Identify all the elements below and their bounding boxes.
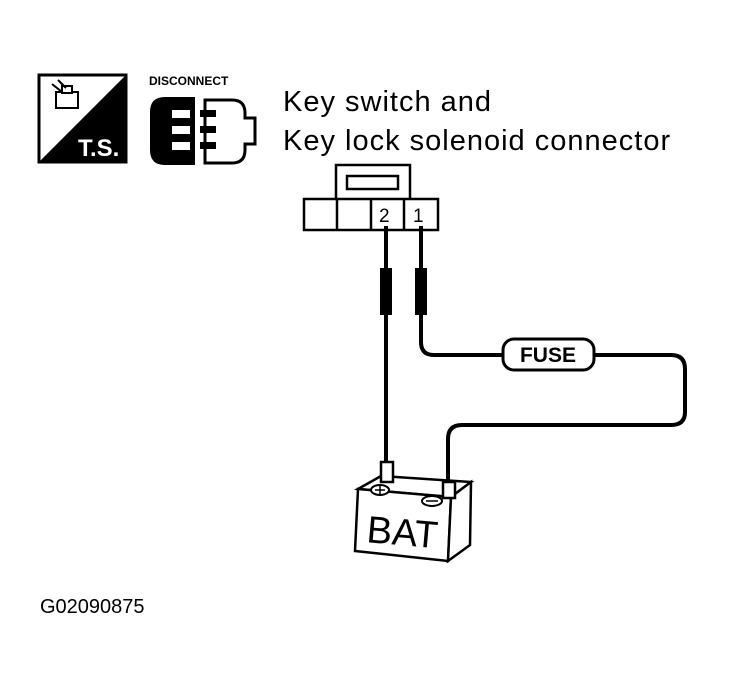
battery-label: BAT — [365, 509, 439, 557]
tester-probe-icon: T.S. — [37, 73, 128, 164]
probe-tip-terminal-1 — [415, 268, 427, 315]
disconnect-connector-icon: DISCONNECT — [149, 74, 257, 165]
probe-tip-terminal-2 — [380, 268, 392, 315]
title-line-2: Key lock solenoid connector — [283, 125, 671, 157]
wire-terminal-1 — [419, 226, 687, 483]
connector-face: 2 1 — [302, 163, 440, 232]
fuse-label: FUSE — [520, 344, 576, 367]
figure-code: G02090875 — [40, 596, 145, 618]
disconnect-label: DISCONNECT — [149, 74, 229, 88]
terminal-2-label: 2 — [379, 206, 390, 227]
terminal-1-label: 1 — [413, 206, 424, 227]
title-line-1: Key switch and — [283, 86, 492, 118]
battery: BAT — [353, 460, 475, 564]
test-symbol-label: T.S. — [78, 135, 119, 162]
fuse: FUSE — [501, 337, 596, 372]
